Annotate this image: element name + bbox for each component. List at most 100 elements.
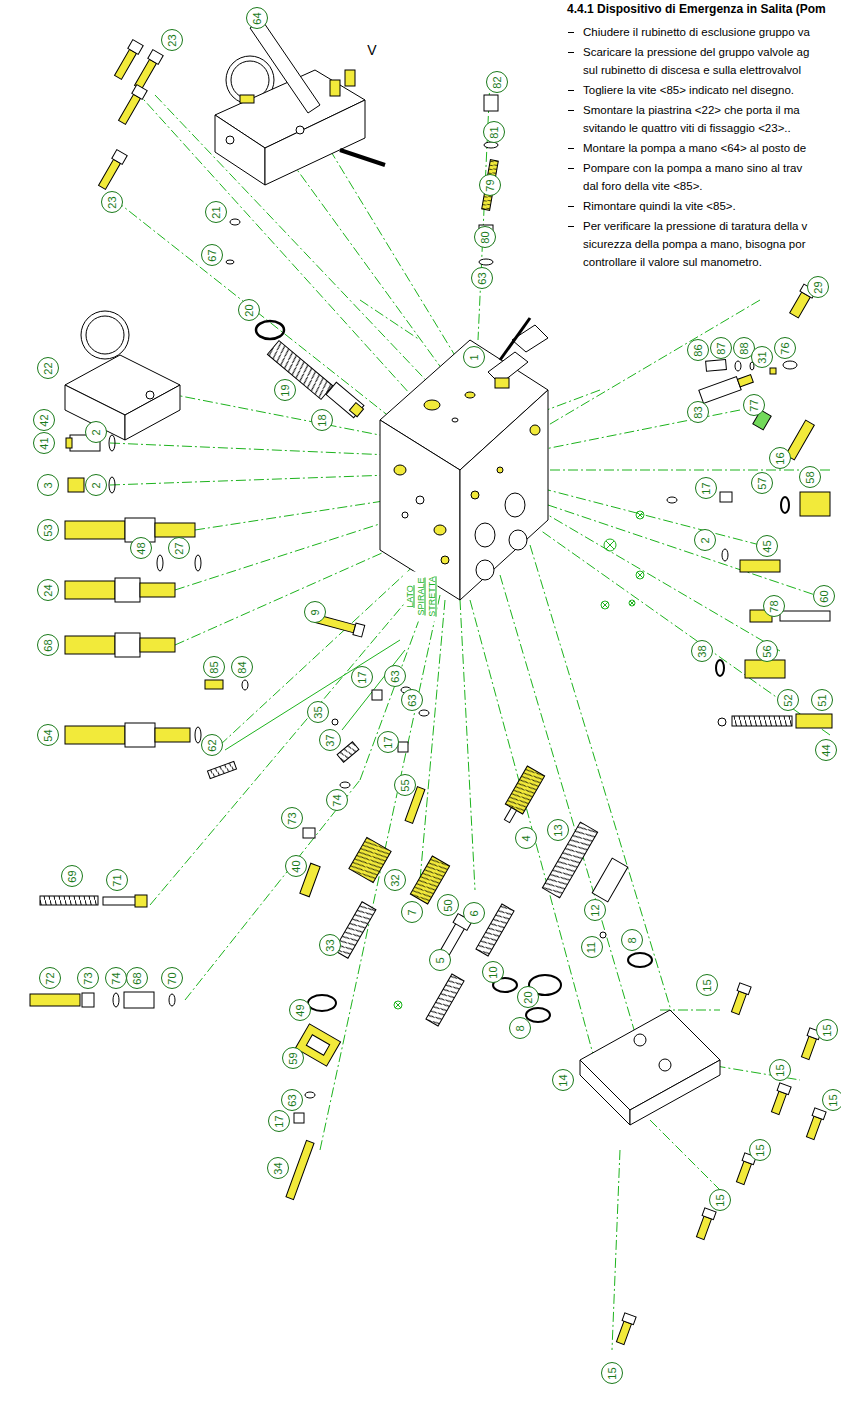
- callout-number: 78: [769, 600, 780, 612]
- callout-circle: 76: [774, 337, 796, 359]
- callout-number: 48: [136, 542, 147, 554]
- list-dash: [568, 52, 574, 53]
- callout-number: 74: [111, 972, 122, 984]
- list-dash: [568, 148, 574, 149]
- callout-circle: 42: [33, 409, 55, 431]
- callout-number: 8: [627, 937, 638, 943]
- callout-number: 82: [492, 76, 503, 88]
- section-title: 4.4.1 Dispositivo di Emergenza in Salita…: [567, 2, 826, 16]
- callout-number: 31: [757, 351, 768, 363]
- callout-circle: 60: [813, 585, 835, 607]
- callout-circle: 38: [691, 640, 713, 662]
- callout-number: 17: [357, 671, 368, 683]
- callout-circle: 2: [85, 421, 107, 443]
- callout-number: 44: [821, 744, 832, 756]
- callout-number: 52: [783, 694, 794, 706]
- callout-circle: 17: [268, 1110, 290, 1132]
- right-parts: [667, 284, 832, 728]
- callout-number: 77: [749, 399, 760, 411]
- callout-number: 54: [43, 729, 54, 741]
- callout-circle: 29: [807, 276, 829, 298]
- pilot-parts: [226, 219, 365, 419]
- callout-number: 13: [553, 824, 564, 836]
- callout-number: 45: [762, 540, 773, 552]
- callout-number: 38: [697, 645, 708, 657]
- callout-circle: 53: [37, 519, 59, 541]
- callout-number: 21: [211, 206, 222, 218]
- callout-number: 2: [700, 537, 711, 543]
- callout-circle: 63: [471, 267, 493, 289]
- instruction-step: Rimontare quindi la vite <85>.: [583, 197, 819, 215]
- callout-circle: 20: [238, 299, 260, 321]
- callout-circle: 15: [696, 974, 718, 996]
- instruction-list: Chiudere il rubinetto di esclusione grup…: [567, 23, 841, 273]
- hand-pump: [215, 20, 385, 185]
- callout-number: 85: [209, 661, 220, 673]
- callout-number: 5: [435, 957, 446, 963]
- list-dash: [568, 90, 574, 91]
- callout-number: 12: [590, 904, 601, 916]
- callout-number: 11: [586, 941, 597, 952]
- callout-number: 42: [39, 414, 50, 426]
- callout-number: 15: [828, 1094, 839, 1106]
- callout-circle: 44: [815, 739, 837, 761]
- callout-number: 60: [819, 590, 830, 602]
- callout-circle: 1: [463, 346, 485, 368]
- callout-circle: 5: [429, 949, 451, 971]
- callout-circle: 17: [351, 666, 373, 688]
- callout-circle: 27: [168, 537, 190, 559]
- spool-parts: [410, 766, 652, 1026]
- callout-circle: 33: [319, 934, 341, 956]
- callout-circle: 67: [201, 244, 223, 266]
- callout-number: 41: [39, 437, 50, 449]
- callout-circle: 73: [77, 967, 99, 989]
- callout-circle: 84: [231, 656, 253, 678]
- callout-circle: 8: [509, 1017, 531, 1039]
- callout-circle: 20: [517, 986, 539, 1008]
- callout-number: 23: [107, 196, 118, 208]
- callout-number: 1: [469, 354, 480, 360]
- callout-number: 24: [43, 584, 54, 596]
- callout-number: 16: [775, 452, 786, 464]
- callout-number: 15: [715, 1194, 726, 1206]
- callout-circle: 14: [552, 1069, 574, 1091]
- callout-number: 49: [295, 1004, 306, 1016]
- callout-circle: 2: [85, 474, 107, 496]
- list-dash: [568, 168, 574, 169]
- callout-number: 3: [43, 482, 54, 488]
- callout-number: 15: [822, 1024, 833, 1036]
- callout-circle: 74: [326, 789, 348, 811]
- small-parts: [205, 613, 429, 897]
- callout-circle: 81: [483, 121, 505, 143]
- instruction-step: Montare la pompa a mano <64> al posto de: [583, 139, 819, 157]
- callout-number: 15: [755, 1144, 766, 1156]
- callout-number: 88: [739, 342, 750, 354]
- callout-circle: 7: [401, 901, 423, 923]
- callout-number: 34: [273, 1162, 284, 1174]
- list-dash: [568, 110, 574, 111]
- callout-number: 70: [167, 972, 178, 984]
- callout-circle: 51: [811, 689, 833, 711]
- callout-circle: 69: [61, 865, 83, 887]
- instruction-step: Per verificare la pressione di taratura …: [583, 217, 819, 271]
- callout-number: 4: [521, 835, 532, 841]
- callout-circle: 58: [799, 466, 821, 488]
- callout-number: 81: [489, 126, 500, 138]
- callout-number: 71: [112, 874, 123, 886]
- callout-number: 2: [91, 429, 102, 435]
- callout-circle: 70: [161, 967, 183, 989]
- callout-circle: 56: [756, 640, 778, 662]
- callout-circle: 3: [37, 474, 59, 496]
- callout-number: 15: [775, 1064, 786, 1076]
- port-letter: V: [366, 43, 377, 57]
- callout-circle: 71: [106, 869, 128, 891]
- callout-number: 29: [813, 281, 824, 293]
- callout-circle: 48: [130, 537, 152, 559]
- callout-number: 63: [390, 670, 401, 682]
- gauge-plate: [65, 311, 180, 440]
- screws: [97, 40, 163, 191]
- callout-circle: 86: [687, 339, 709, 361]
- callout-circle: 55: [394, 774, 416, 796]
- callout-circle: 12: [584, 899, 606, 921]
